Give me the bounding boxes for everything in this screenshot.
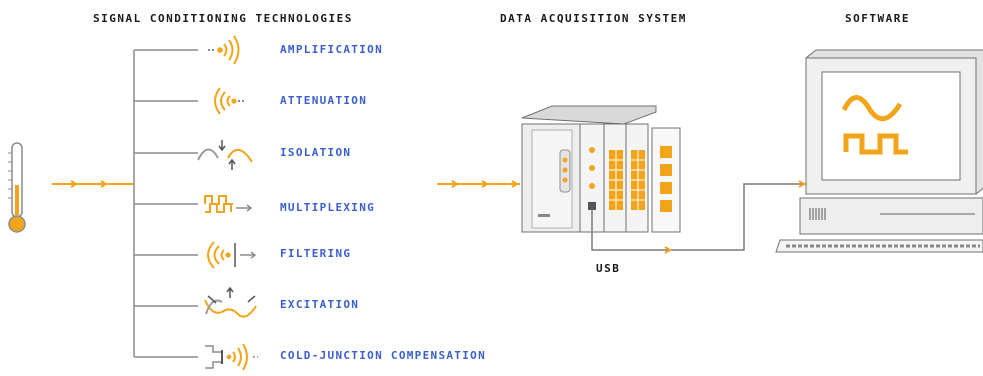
amplification-icon [208,35,240,65]
daq-input-line [437,180,520,188]
multiplexing-icon [204,195,253,213]
label-cold-junction-compensation: COLD-JUNCTION COMPENSATION [280,349,486,362]
label-isolation: ISOLATION [280,146,352,159]
cold-junction-icon [205,343,258,371]
excitation-icon [204,286,257,318]
thermometer-icon [8,142,26,233]
isolation-icon [197,140,253,170]
usb-cable-line [591,180,808,254]
usb-label: USB [596,262,621,275]
daq-chassis-icon [521,105,681,233]
header-signal-conditioning: SIGNAL CONDITIONING TECHNOLOGIES [93,12,353,25]
label-amplification: AMPLIFICATION [280,43,383,56]
filtering-icon [207,241,257,269]
label-excitation: EXCITATION [280,298,360,311]
attenuation-icon [214,87,246,115]
label-multiplexing: MULTIPLEXING [280,201,376,214]
label-filtering: FILTERING [280,247,352,260]
label-attenuation: ATTENUATION [280,94,368,107]
header-data-acquisition: DATA ACQUISITION SYSTEM [500,12,687,25]
computer-icon [775,49,983,253]
header-software: SOFTWARE [845,12,910,25]
technology-tree-lines [133,49,198,358]
sensor-signal-line [52,180,134,188]
